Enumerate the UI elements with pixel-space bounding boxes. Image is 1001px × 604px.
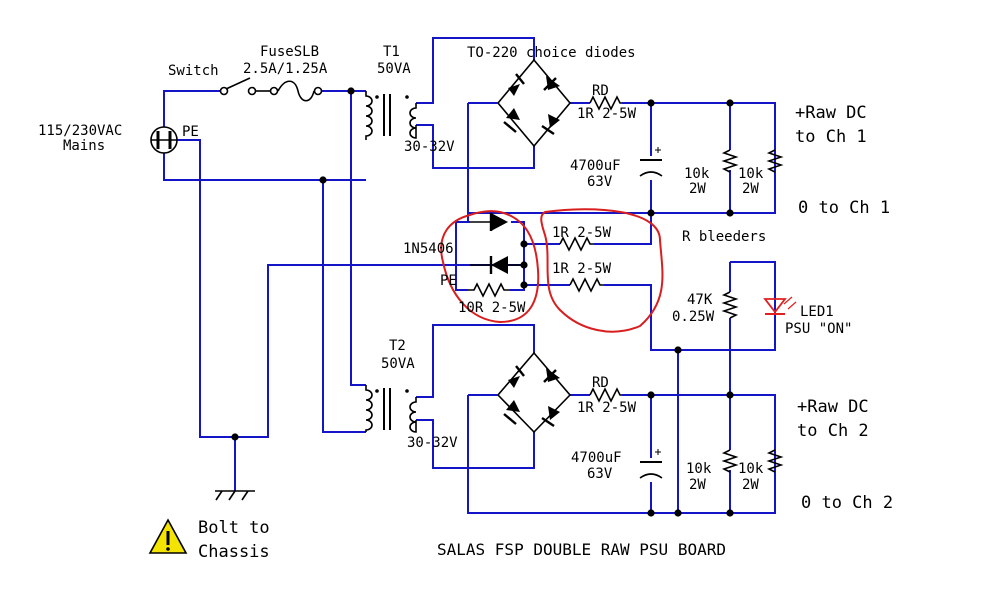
resistor-rd2-icon <box>589 387 622 403</box>
bleeders-label: R bleeders <box>682 229 766 245</box>
ch2-r1-power: 2W <box>689 477 706 493</box>
mains-label-2: Mains <box>63 138 105 154</box>
warning-icon <box>148 518 188 554</box>
mains-label: 115/230VAC <box>38 123 122 139</box>
led-icon <box>763 296 797 315</box>
led-resistor-icon <box>721 291 739 319</box>
ch2-rd-label: RD <box>592 375 609 391</box>
mains-pe-label: PE <box>182 124 199 140</box>
ch2-r1-value: 10k <box>686 461 712 477</box>
chassis-label: Bolt to <box>198 518 270 538</box>
fuse-name: FuseSLB <box>260 44 319 60</box>
t1-secondary: 30-32V <box>404 139 455 155</box>
capacitor-ch2-icon <box>639 449 663 479</box>
link-res-2-value: 1R 2-5W <box>552 261 612 277</box>
switch-icon <box>219 77 270 96</box>
ground-lift-diodes-icon <box>470 213 524 274</box>
bridge-rectifier-1-icon <box>468 58 572 148</box>
chassis-ground-icon <box>215 490 255 501</box>
ch1-r2-value: 10k <box>738 166 764 182</box>
ch2-out-zero: 0 to Ch 2 <box>801 493 893 513</box>
ch2-cap-voltage: 63V <box>587 466 613 482</box>
switch-label: Switch <box>168 63 219 79</box>
chassis-label-2: Chassis <box>198 542 270 562</box>
transformer-t1-icon <box>365 91 417 140</box>
ch1-rd-value: 1R 2-5W <box>577 106 637 122</box>
ch1-rd-label: RD <box>592 83 609 99</box>
t2-secondary: 30-32V <box>407 435 458 451</box>
labels: 115/230VAC Mains PE Switch FuseSLB 2.5A/… <box>38 44 893 562</box>
resistor-rd1-icon <box>589 95 622 111</box>
link-res-1-value: 1R 2-5W <box>552 225 612 241</box>
ground-lift-pe-label: PE <box>440 273 457 289</box>
t2-name: T2 <box>389 338 406 354</box>
fuse-rating: 2.5A/1.25A <box>243 61 328 77</box>
led-name: LED1 <box>800 304 834 320</box>
red-highlight-marks <box>440 208 664 333</box>
bleeder-resistors-ch1-icon <box>721 149 784 173</box>
board-title: SALAS FSP DOUBLE RAW PSU BOARD <box>437 540 726 559</box>
ch2-cap-value: 4700uF <box>571 450 622 466</box>
ch2-out-pos-2: to Ch 2 <box>797 421 869 441</box>
ch1-cap-value: 4700uF <box>570 158 621 174</box>
led-res-value: 47K <box>687 292 713 308</box>
ground-lift-diode-label: 1N5406 <box>403 241 454 257</box>
t2-va: 50VA <box>381 356 415 372</box>
ch2-r2-value: 10k <box>738 461 764 477</box>
led-res-power: 0.25W <box>672 309 715 325</box>
ch1-r1-value: 10k <box>684 166 710 182</box>
capacitor-ch1-icon <box>639 147 663 177</box>
transformer-t2-icon <box>365 385 417 433</box>
ch1-out-pos-2: to Ch 1 <box>795 127 867 147</box>
ch1-out-zero: 0 to Ch 1 <box>798 198 890 218</box>
t1-name: T1 <box>383 44 400 60</box>
ch2-r2-power: 2W <box>742 477 759 493</box>
wires <box>163 37 776 514</box>
link-resistor-1-icon <box>559 236 594 252</box>
ground-lift-resistor-icon <box>468 282 510 298</box>
ch1-r1-power: 2W <box>689 181 706 197</box>
ch1-cap-voltage: 63V <box>587 174 613 190</box>
fuse-icon <box>269 80 323 102</box>
link-resistor-2-icon <box>569 277 604 293</box>
ch1-r2-power: 2W <box>742 181 759 197</box>
bleeder-resistors-ch2-icon <box>721 449 784 473</box>
bridge-rectifier-2-icon <box>468 351 572 434</box>
mains-socket-icon <box>150 126 178 154</box>
ch1-out-pos: +Raw DC <box>795 103 867 123</box>
bridge-label: TO-220 choice diodes <box>467 45 636 61</box>
ground-lift-res-value: 10R 2-5W <box>458 300 526 316</box>
led-caption: PSU "ON" <box>785 321 852 337</box>
ch2-out-pos: +Raw DC <box>797 397 869 417</box>
t1-va: 50VA <box>377 61 411 77</box>
ch2-rd-value: 1R 2-5W <box>577 400 637 416</box>
